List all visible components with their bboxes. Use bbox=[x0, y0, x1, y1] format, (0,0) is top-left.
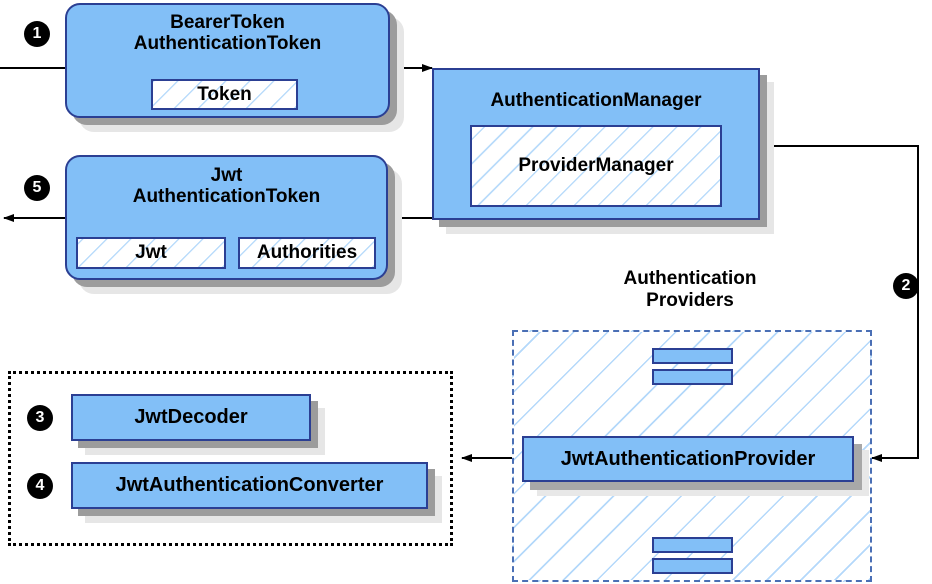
provider-bar-bottom-1 bbox=[652, 537, 733, 553]
inner-box-token: Token bbox=[151, 79, 298, 110]
badge-step-3: 3 bbox=[27, 405, 53, 431]
badge-step-4: 4 bbox=[27, 473, 53, 499]
jwt-authentication-converter-label: JwtAuthenticationConverter bbox=[115, 474, 384, 497]
jwt-token-line-2: AuthenticationToken bbox=[132, 186, 321, 208]
jwt-decoder-label: JwtDecoder bbox=[134, 406, 248, 429]
badge-step-1: 1 bbox=[24, 21, 50, 47]
authentication-manager-title: AuthenticationManager bbox=[490, 90, 702, 111]
provider-bar-top-2 bbox=[652, 369, 733, 385]
provider-bar-bottom-2 bbox=[652, 558, 733, 574]
node-jwt-authentication-converter[interactable]: JwtAuthenticationConverter bbox=[71, 462, 428, 509]
badge-step-2: 2 bbox=[893, 273, 919, 299]
provider-bar-top-1 bbox=[652, 348, 733, 364]
inner-box-provider-manager: ProviderManager bbox=[470, 125, 722, 207]
inner-box-jwt: Jwt bbox=[76, 237, 226, 269]
bearer-token-line-2: AuthenticationToken bbox=[133, 33, 322, 55]
providers-label-line-2: Providers bbox=[646, 289, 734, 311]
bearer-token-line-1: BearerToken bbox=[170, 12, 285, 33]
node-jwt-authentication-provider[interactable]: JwtAuthenticationProvider bbox=[522, 436, 854, 482]
jwt-authentication-provider-label: JwtAuthenticationProvider bbox=[560, 447, 816, 470]
badge-step-5: 5 bbox=[24, 175, 50, 201]
inner-box-authorities: Authorities bbox=[238, 237, 376, 269]
support-components-container bbox=[8, 371, 453, 546]
jwt-token-line-1: Jwt bbox=[210, 165, 243, 186]
node-jwt-decoder[interactable]: JwtDecoder bbox=[71, 394, 311, 441]
authentication-providers-label: Authentication Providers bbox=[592, 268, 788, 312]
providers-label-line-1: Authentication bbox=[623, 268, 757, 289]
